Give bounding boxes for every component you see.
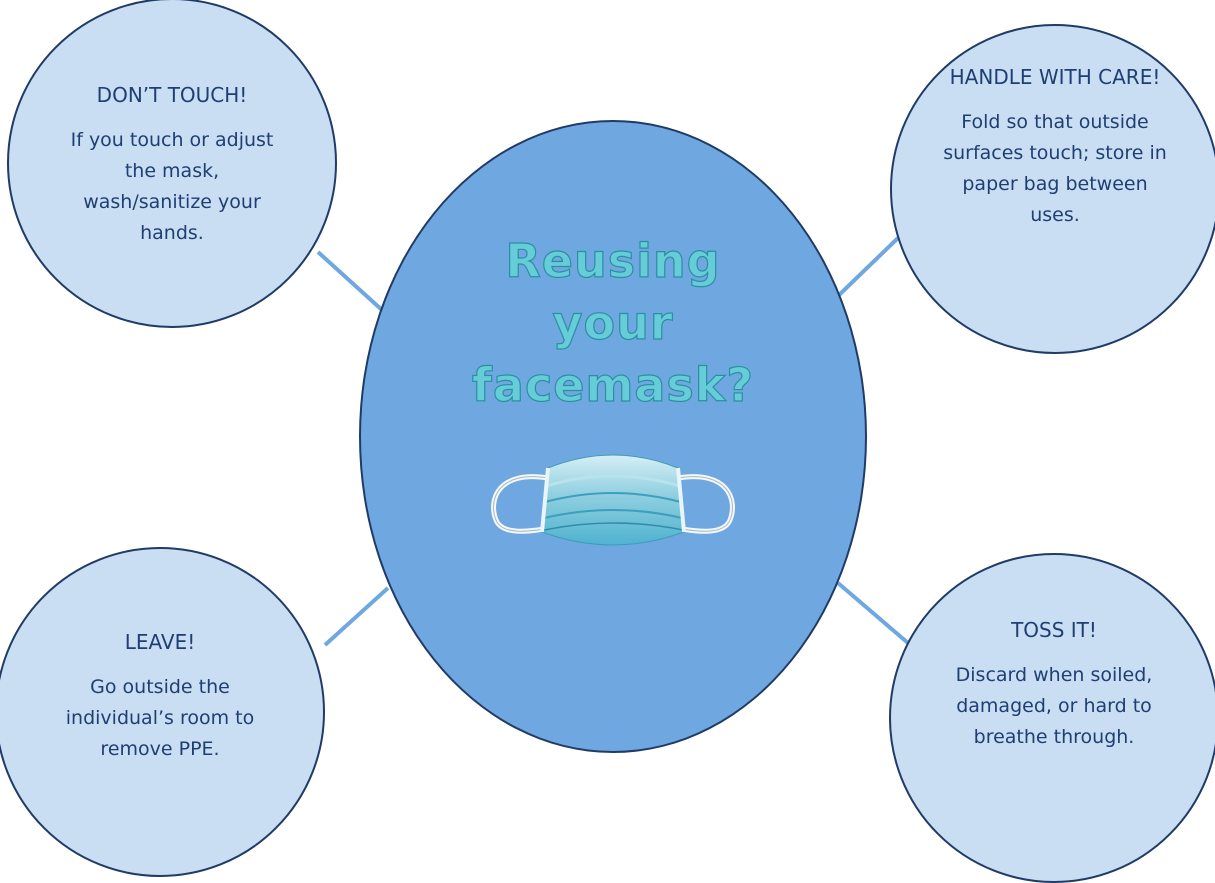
center-title-line-2: your — [552, 295, 674, 350]
center-title: Reusing your facemask? — [359, 230, 867, 416]
satellite-body: Fold so that outside surfaces touch; sto… — [943, 111, 1167, 226]
connector-top-right — [836, 236, 900, 298]
satellite-body: Go outside the individual’s room to remo… — [65, 676, 255, 760]
satellite-body: Discard when soiled, damaged, or hard to… — [955, 664, 1153, 748]
satellite-toss-it: TOSS IT! Discard when soiled, damaged, o… — [889, 553, 1215, 883]
center-title-line-3: facemask? — [471, 357, 755, 412]
satellite-dont-touch: DON’T TOUCH! If you touch or adjust the … — [7, 0, 337, 328]
satellite-title: LEAVE! — [124, 630, 196, 654]
connector-top-left — [316, 250, 384, 312]
center-title-line-1: Reusing — [505, 233, 721, 288]
satellite-title: DON’T TOUCH! — [96, 83, 248, 107]
satellite-title: HANDLE WITH CARE! — [949, 65, 1161, 89]
facemask-icon — [491, 454, 735, 546]
satellite-handle-with-care: HANDLE WITH CARE! Fold so that outside s… — [890, 24, 1215, 354]
satellite-leave: LEAVE! Go outside the individual’s room … — [0, 547, 325, 877]
center-ellipse — [359, 120, 867, 753]
satellite-body: If you touch or adjust the mask, wash/sa… — [70, 129, 274, 244]
satellite-title: TOSS IT! — [1011, 618, 1097, 642]
connector-bottom-left — [323, 586, 390, 647]
connector-bottom-right — [836, 581, 910, 645]
